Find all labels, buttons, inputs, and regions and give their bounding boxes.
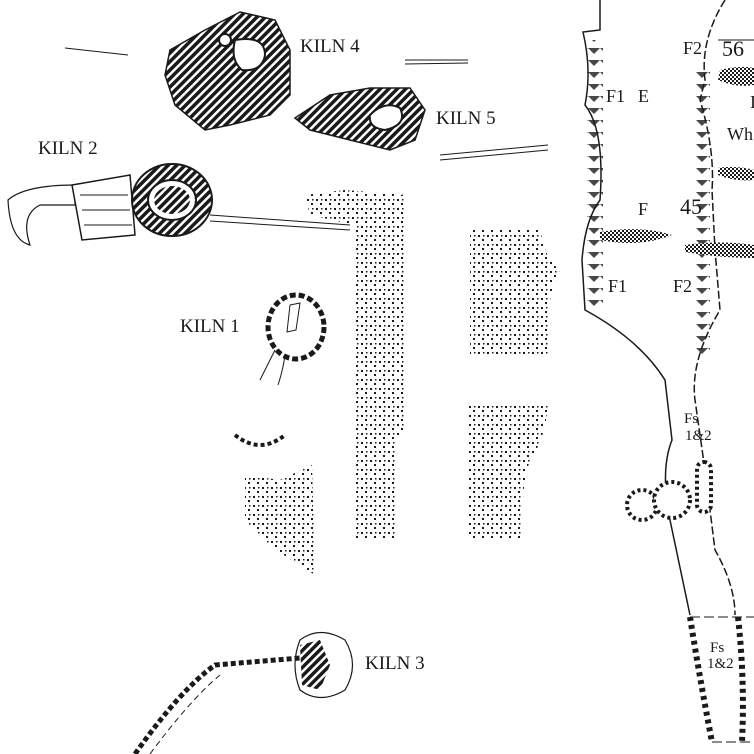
kiln-4-plan bbox=[64, 11, 469, 131]
feature-wh: Wh bbox=[727, 124, 753, 144]
kiln-4-label: KILN 4 bbox=[300, 36, 360, 57]
kiln-2-label: KILN 2 bbox=[38, 138, 98, 159]
kiln-3-label: KILN 3 bbox=[365, 653, 425, 674]
feature-fs-upper: Fs bbox=[684, 411, 698, 427]
feature-fs-lower-number: 1&2 bbox=[707, 656, 734, 672]
kiln-1-label: KILN 1 bbox=[180, 316, 240, 337]
context-45: 45 bbox=[680, 194, 702, 219]
kiln-3-plan bbox=[132, 631, 354, 754]
ditch-features bbox=[581, 0, 754, 743]
kiln-5-plan bbox=[293, 87, 549, 161]
stippled-deposits bbox=[245, 190, 560, 575]
feature-f1-lower: F1 bbox=[608, 276, 627, 296]
kiln-1-plan bbox=[233, 292, 327, 447]
feature-f1-upper: F1 bbox=[606, 86, 625, 106]
context-56: 56 bbox=[722, 36, 744, 61]
kiln-5-label: KILN 5 bbox=[436, 108, 496, 129]
feature-cut-letter: I bbox=[750, 92, 754, 112]
kiln-2-plan bbox=[7, 163, 351, 246]
feature-fs-lower: Fs bbox=[710, 640, 724, 656]
feature-f: F bbox=[638, 199, 648, 219]
feature-e: E bbox=[638, 86, 649, 106]
feature-fs-upper-number: 1&2 bbox=[685, 428, 712, 444]
feature-f2-top: F2 bbox=[683, 38, 702, 58]
feature-f2-lower: F2 bbox=[673, 276, 692, 296]
